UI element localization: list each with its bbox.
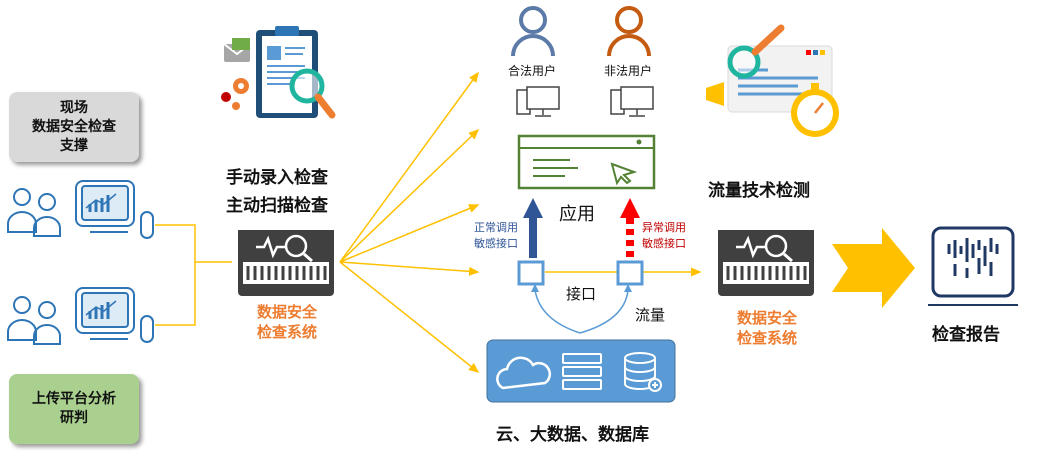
fan-arrow-users xyxy=(339,71,479,263)
security-device-icon-right xyxy=(718,230,814,296)
cloud-link-left xyxy=(534,289,581,334)
illegal-user-label: 非法用户 xyxy=(604,64,653,78)
onsite-support-line3: 支撑 xyxy=(60,137,88,154)
legal-user-label: 合法用户 xyxy=(508,64,557,78)
security-device-icon-left xyxy=(238,230,334,296)
interface-label: 接口 xyxy=(566,285,597,303)
big-arrow-to-report xyxy=(832,228,915,308)
database-icon xyxy=(624,352,662,392)
connector-line-bottom xyxy=(155,262,196,326)
abnormal-call-label: 异常调用 敏感接口 xyxy=(642,221,686,250)
clipboard-search-illustration xyxy=(221,26,336,119)
server-icon xyxy=(562,353,602,390)
cloud-icon xyxy=(496,356,552,390)
analytics-computer-icon-top xyxy=(75,180,154,239)
upload-analysis-line1: 上传平台分析 xyxy=(32,391,116,407)
manual-entry-label: 手动录入检查 xyxy=(226,168,328,188)
traffic-monitor-illustration xyxy=(706,24,839,137)
abnormal-call-arrow-head xyxy=(620,198,640,218)
illegal-user-icon xyxy=(607,6,651,57)
active-scan-label: 主动扫描检查 xyxy=(226,196,328,216)
onsite-support-line1: 现场 xyxy=(60,99,88,116)
fan-arrow-cloud xyxy=(339,261,480,373)
cursor-icon xyxy=(610,162,638,186)
upload-analysis-box: 上传平台分析 研判 xyxy=(9,374,139,444)
legal-user-icon xyxy=(511,6,555,57)
normal-call-arrow-shaft xyxy=(529,216,537,258)
connector-line-top xyxy=(155,224,232,263)
illegal-user-computer-icon xyxy=(610,86,654,117)
fan-arrow-interface xyxy=(339,261,480,276)
left-system-label: 数据安全 检查系统 xyxy=(256,303,317,341)
fan-arrow-app xyxy=(339,128,480,263)
app-window xyxy=(517,134,656,190)
interface-square-right xyxy=(616,260,644,286)
analytics-computer-icon-bottom xyxy=(75,287,154,343)
onsite-support-line2: 数据安全检查 xyxy=(32,118,116,135)
right-system-label: 数据安全 检查系统 xyxy=(736,309,797,347)
report-icon xyxy=(928,226,1018,306)
cloud-link-right xyxy=(579,289,629,334)
fan-arrow-call xyxy=(339,204,480,263)
manual-labels: 手动录入检查 主动扫描检查 xyxy=(226,164,328,220)
normal-call-label: 正常调用 敏感接口 xyxy=(474,221,518,250)
people-icon-bottom xyxy=(7,296,61,345)
normal-call-arrow-head xyxy=(523,198,543,218)
upload-analysis-line2: 研判 xyxy=(60,410,88,426)
app-label: 应用 xyxy=(559,204,595,225)
traffic-label: 流量 xyxy=(635,306,666,324)
onsite-support-box: 现场 数据安全检查 支撑 xyxy=(9,92,139,162)
interface-square-left xyxy=(517,260,545,286)
cloud-label: 云、大数据、数据库 xyxy=(496,425,649,445)
report-label: 检查报告 xyxy=(932,325,1000,345)
people-icon-top xyxy=(7,188,61,237)
traffic-tech-label: 流量技术检测 xyxy=(708,181,810,201)
legal-user-computer-icon xyxy=(516,86,560,117)
